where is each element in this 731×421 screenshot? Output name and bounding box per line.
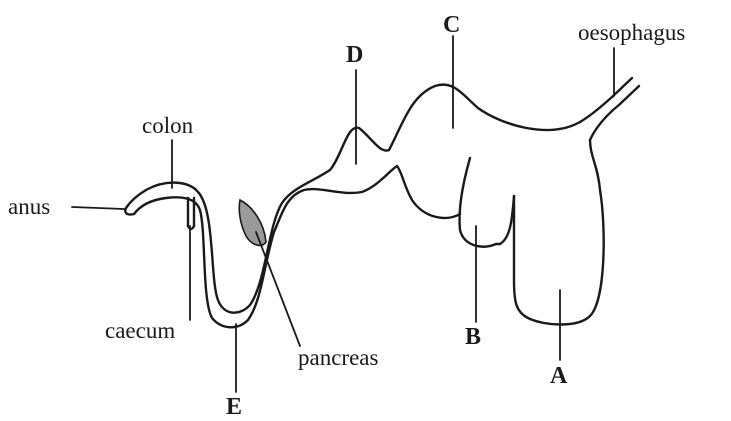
- label-caecum: caecum: [105, 318, 175, 343]
- label-e: E: [226, 394, 242, 420]
- label-b: B: [465, 324, 481, 350]
- label-pancreas: pancreas: [298, 345, 378, 370]
- anus-opening: [125, 208, 134, 215]
- leader-pancreas: [256, 232, 300, 346]
- gut-lower-outline: [514, 140, 604, 325]
- stomach-lobe-a: [500, 196, 514, 244]
- label-d: D: [346, 42, 363, 68]
- label-anus: anus: [8, 194, 50, 219]
- oesophagus-tube: [580, 78, 639, 140]
- leader-anus: [72, 207, 124, 209]
- label-oesophagus: oesophagus: [578, 20, 685, 45]
- label-colon: colon: [142, 113, 194, 138]
- caecum-structure: [188, 198, 194, 229]
- label-a: A: [550, 363, 568, 389]
- stomach-lobe-b: [459, 158, 500, 247]
- pancreas-shape: [239, 200, 266, 245]
- label-c: C: [443, 12, 460, 38]
